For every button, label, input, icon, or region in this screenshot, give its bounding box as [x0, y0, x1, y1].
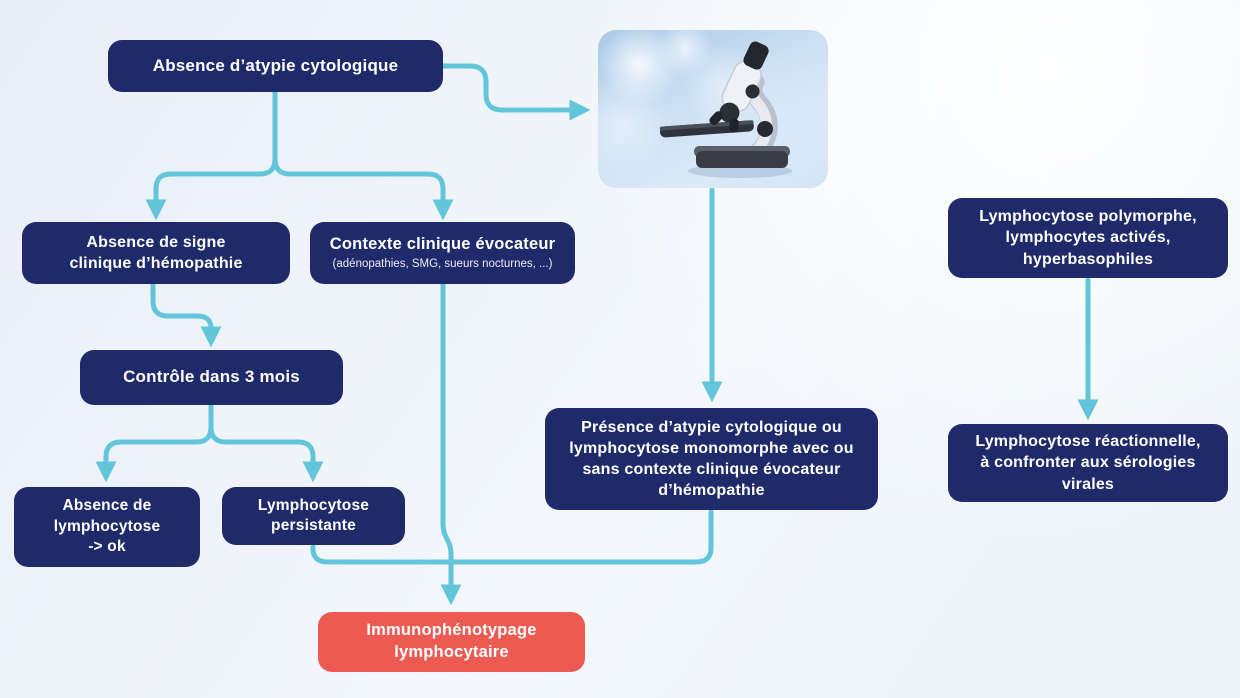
node-label: Contexte clinique évocateur [329, 235, 556, 254]
node-presence-atypie: Présence d’atypie cytologique ou lymphoc… [545, 408, 878, 510]
node-absence-lymphocytose: Absence de lymphocytose -> ok [14, 487, 200, 567]
node-label: Immunophénotypage lymphocytaire [366, 621, 537, 661]
node-label: Absence d’atypie cytologique [152, 55, 399, 75]
node-controle-3-mois: Contrôle dans 3 mois [80, 350, 343, 405]
node-label: Lymphocytose réactionnelle, à confronter… [975, 433, 1201, 493]
node-label: Lymphocytose polymorphe, lymphocytes act… [979, 208, 1197, 268]
node-lymphocytose-persistante: Lymphocytose persistante [222, 487, 405, 545]
connector-contexte-to-immunophenotypage [440, 281, 462, 606]
connector-presence-merge [449, 509, 714, 565]
node-lymphocytose-polymorphe: Lymphocytose polymorphe, lymphocytes act… [948, 198, 1228, 278]
node-contexte-clinique-evocateur: Contexte clinique évocateur (adénopathie… [310, 222, 575, 284]
node-subtitle: (adénopathies, SMG, sueurs nocturnes, ..… [332, 257, 553, 270]
node-label: Absence de lymphocytose -> ok [53, 497, 161, 556]
node-label: Lymphocytose persistante [257, 496, 370, 534]
node-absence-signe-clinique: Absence de signe clinique d’hémopathie [22, 222, 290, 284]
microscope-illustration [659, 41, 792, 178]
node-lymphocytose-reactionnelle: Lymphocytose réactionnelle, à confronter… [948, 424, 1228, 502]
connector-atypie-to-absence-signe [145, 89, 278, 221]
node-immunophenotypage: Immunophénotypage lymphocytaire [318, 612, 585, 672]
connector-controle-to-persistante [208, 402, 324, 483]
node-label: Contrôle dans 3 mois [123, 367, 300, 387]
connector-controle-to-absence-lympho [95, 402, 214, 483]
connector-atypie-to-microscope [440, 63, 591, 121]
connector-signe-to-controle [150, 281, 222, 348]
connector-atypie-to-contexte [272, 89, 454, 221]
node-label: Présence d’atypie cytologique ou lymphoc… [569, 418, 854, 500]
microscope-photo [598, 30, 828, 188]
connector-persistante-merge [310, 544, 455, 565]
node-label: Absence de signe clinique d’hémopathie [69, 233, 243, 272]
node-absence-atypie-cytologique: Absence d’atypie cytologique [108, 40, 443, 92]
